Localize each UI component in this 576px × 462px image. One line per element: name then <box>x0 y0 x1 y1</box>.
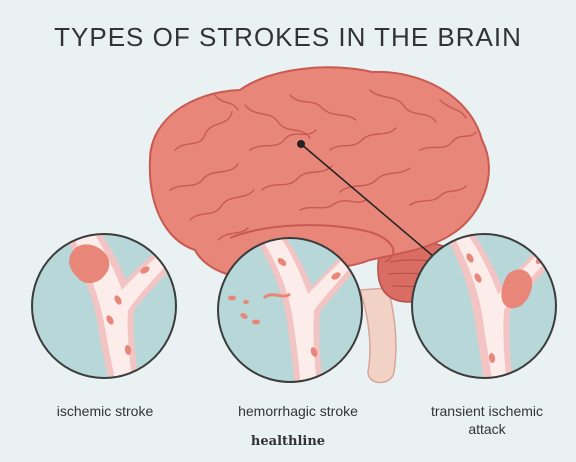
ischemic-stroke-label: ischemic stroke <box>30 402 180 420</box>
brand-logo: healthline <box>0 434 576 449</box>
ischemic-stroke-circle <box>32 214 190 400</box>
tia-label: transient ischemic attack <box>412 402 562 438</box>
brain-stem <box>360 288 396 383</box>
hemorrhagic-stroke-label: hemorrhagic stroke <box>208 402 388 420</box>
